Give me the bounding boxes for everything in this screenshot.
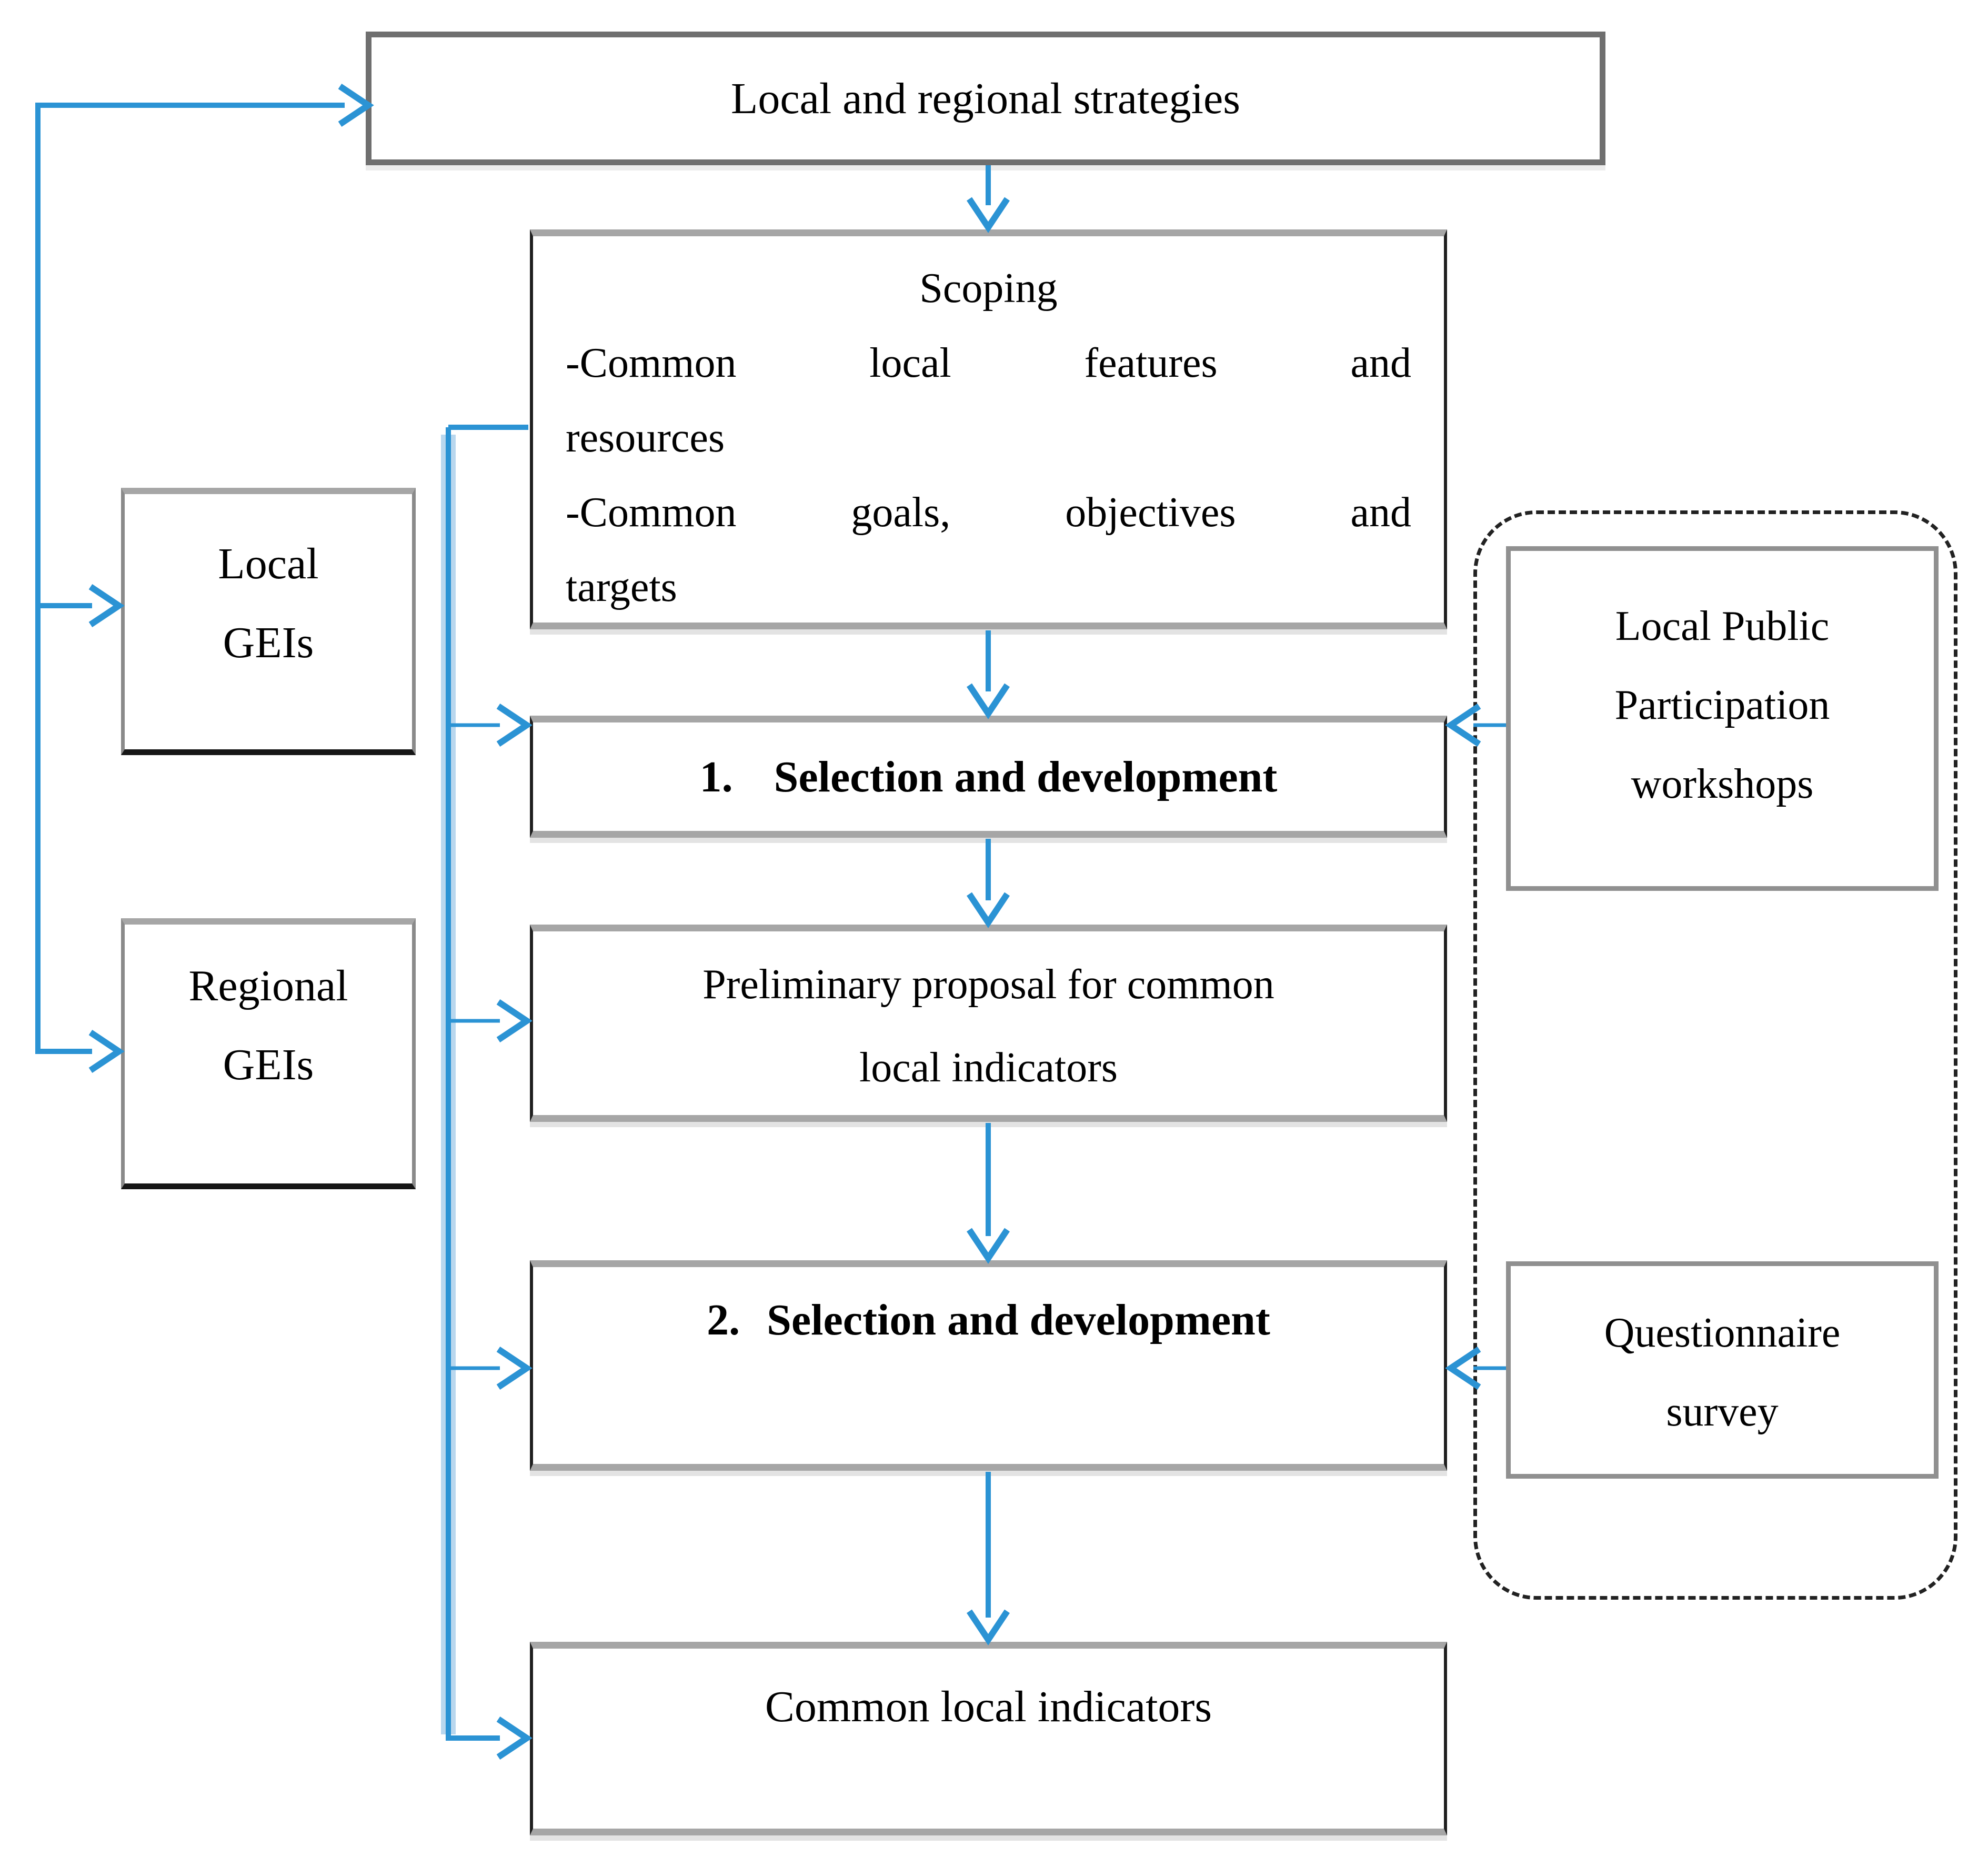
common-indicators-box: Common local indicators (530, 1642, 1447, 1835)
participation-dashed-container (1473, 510, 1957, 1600)
questionnaire-box: Questionnaire survey (1506, 1261, 1939, 1479)
selection1-number: 1. (699, 752, 733, 801)
workshops-line1: Local Public (1615, 603, 1830, 649)
regional-geis-line1: Regional (188, 961, 348, 1010)
scoping-item2-line1: -Common goals, objectives and (566, 489, 1411, 536)
local-geis-line1: Local (218, 539, 319, 588)
arrowhead-into-regional-geis (88, 1030, 125, 1073)
local-geis-box: Local GEIs (121, 488, 416, 755)
selection1-box: 1. Selection and development (530, 716, 1447, 838)
arrowhead-into-selection1-left (496, 704, 533, 747)
strategies-label: Local and regional strategies (731, 74, 1240, 123)
arrowhead-into-common-left (496, 1717, 533, 1760)
arrowhead-into-common-top (967, 1609, 1010, 1645)
preliminary-box: Preliminary proposal for common local in… (530, 925, 1447, 1122)
workshops-box: Local Public Participation workshops (1506, 546, 1939, 891)
arrowhead-into-selection2-left (496, 1347, 533, 1390)
preliminary-line2: local indicators (859, 1045, 1118, 1091)
questionnaire-line1: Questionnaire (1604, 1310, 1841, 1356)
local-geis-line2: GEIs (223, 618, 314, 667)
scoping-item1-line1: -Common local features and (566, 340, 1411, 386)
arrowhead-into-local-geis (88, 584, 125, 627)
scoping-title: Scoping (919, 265, 1058, 312)
selection2-box: 2. Selection and development (530, 1260, 1447, 1471)
scoping-item2-line2: targets (566, 564, 677, 610)
workshops-line3: workshops (1631, 761, 1814, 807)
common-indicators-label: Common local indicators (765, 1682, 1212, 1731)
selection2-label: Selection and development (767, 1296, 1270, 1344)
scoping-item1-line2: resources (566, 415, 725, 461)
arrowhead-into-preliminary-left (496, 999, 533, 1042)
scoping-distribution-line (441, 425, 533, 1760)
regional-geis-line2: GEIs (223, 1040, 314, 1089)
questionnaire-line2: survey (1666, 1389, 1779, 1435)
selection1-label: Selection and development (774, 752, 1278, 801)
arrowhead-into-selection1-top (967, 683, 1010, 719)
arrowhead-into-preliminary-top (967, 892, 1010, 928)
selection2-number: 2. (707, 1296, 740, 1344)
distribution-stem (446, 427, 500, 1741)
workshops-line2: Participation (1614, 682, 1830, 728)
preliminary-line1: Preliminary proposal for common (702, 961, 1274, 1008)
arrowhead-into-selection2-top (967, 1228, 1010, 1264)
regional-geis-box: Regional GEIs (121, 918, 416, 1189)
arrowhead-into-strategies (338, 84, 374, 127)
strategies-box: Local and regional strategies (366, 32, 1605, 165)
arrowhead-into-scoping (967, 197, 1010, 233)
scoping-box: Scoping -Common local features and resou… (530, 229, 1447, 629)
